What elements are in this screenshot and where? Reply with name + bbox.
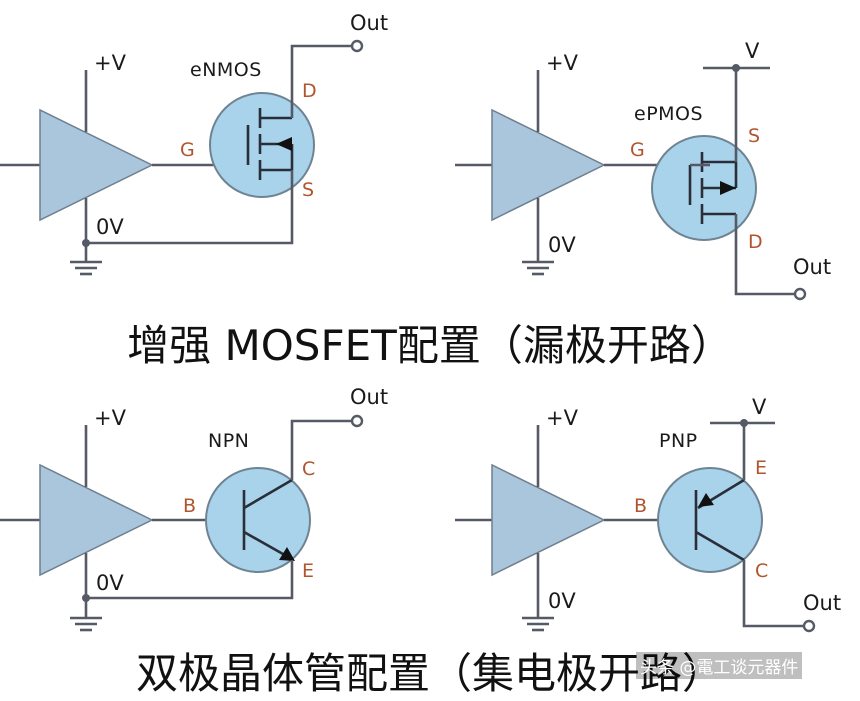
epmos-drain-wire [734,214,798,296]
enmos-ground-symbol [70,260,102,276]
epmos-rail-label: V [745,39,760,63]
epmos-drain-label: D [748,231,763,253]
epmos-output-terminal [793,287,807,301]
enmos-output-label: Out [350,11,388,35]
enmos-ground-label: 0V [96,215,124,239]
enmos-arrow-icon [276,137,292,151]
epmos-source-label: S [748,125,760,147]
npn-bjt-symbol [242,478,293,560]
npn-device-label: NPN [208,430,249,452]
pnp-device-label: PNP [659,430,698,452]
pnp-transistor-body [657,467,763,573]
epmos-output-label: Out [793,255,831,279]
epmos-arrow-icon [720,181,736,195]
epmos-device-label: ePMOS [634,103,703,125]
pnp-supply-label: +V [546,406,579,430]
enmos-source-label: S [302,179,314,201]
watermark: 头条 @電工谈元器件 [636,652,803,679]
pnp-collector-label: C [755,560,768,582]
enmos-gate-label: G [180,139,195,161]
pnp-output-terminal [802,619,816,633]
pnp-output-label: Out [803,591,841,615]
npn-emitter-label: E [302,560,314,582]
mosfet-caption: 增强 MOSFET配置（漏极开路） [127,321,733,370]
npn-arrow-icon [279,547,295,561]
epmos-ground-symbol [522,260,554,276]
pnp-emitter-label: E [755,457,767,479]
npn-ground-symbol [70,616,102,632]
npn-ground-label: 0V [96,571,124,595]
epmos-supply-label: +V [546,51,579,75]
npn-output-terminal [350,414,364,428]
pnp-rail-label: V [752,395,767,419]
epmos-ground-label: 0V [548,233,576,257]
pnp-ground-label: 0V [548,589,576,613]
pnp-arrow-icon [698,493,714,507]
npn-collector-wire [290,419,355,480]
npn-amplifier [39,463,154,577]
enmos-mosfet-symbol [246,108,294,180]
npn-base-label: B [183,495,196,517]
enmos-amplifier [39,108,154,222]
epmos-amplifier [491,108,606,222]
epmos-circuit: V +V 0V ePMOS G S D Out [455,39,831,301]
pnp-collector-wire [742,560,807,628]
enmos-output-terminal [350,39,364,53]
pnp-ground-symbol [522,616,554,632]
enmos-supply-label: +V [94,51,127,75]
npn-collector-label: C [302,458,315,480]
enmos-drain-wire [290,44,355,118]
npn-circuit: Out +V 0V NPN B C E [0,385,388,632]
enmos-circuit: Out +V 0V eNMOS G D S [0,11,388,276]
pnp-base-label: B [634,495,647,517]
bjt-caption: 双极晶体管配置（集电极开路） [135,649,724,698]
npn-supply-label: +V [94,406,127,430]
enmos-drain-label: D [302,80,317,102]
enmos-source-wire [86,170,294,245]
enmos-device-label: eNMOS [190,59,262,81]
npn-emitter-wire [86,560,294,600]
npn-output-label: Out [350,385,388,409]
pnp-circuit: V +V 0V PNP B E C Out [455,395,841,633]
npn-transistor-body [205,467,311,573]
pnp-amplifier [491,463,606,577]
epmos-gate-label: G [630,139,645,161]
